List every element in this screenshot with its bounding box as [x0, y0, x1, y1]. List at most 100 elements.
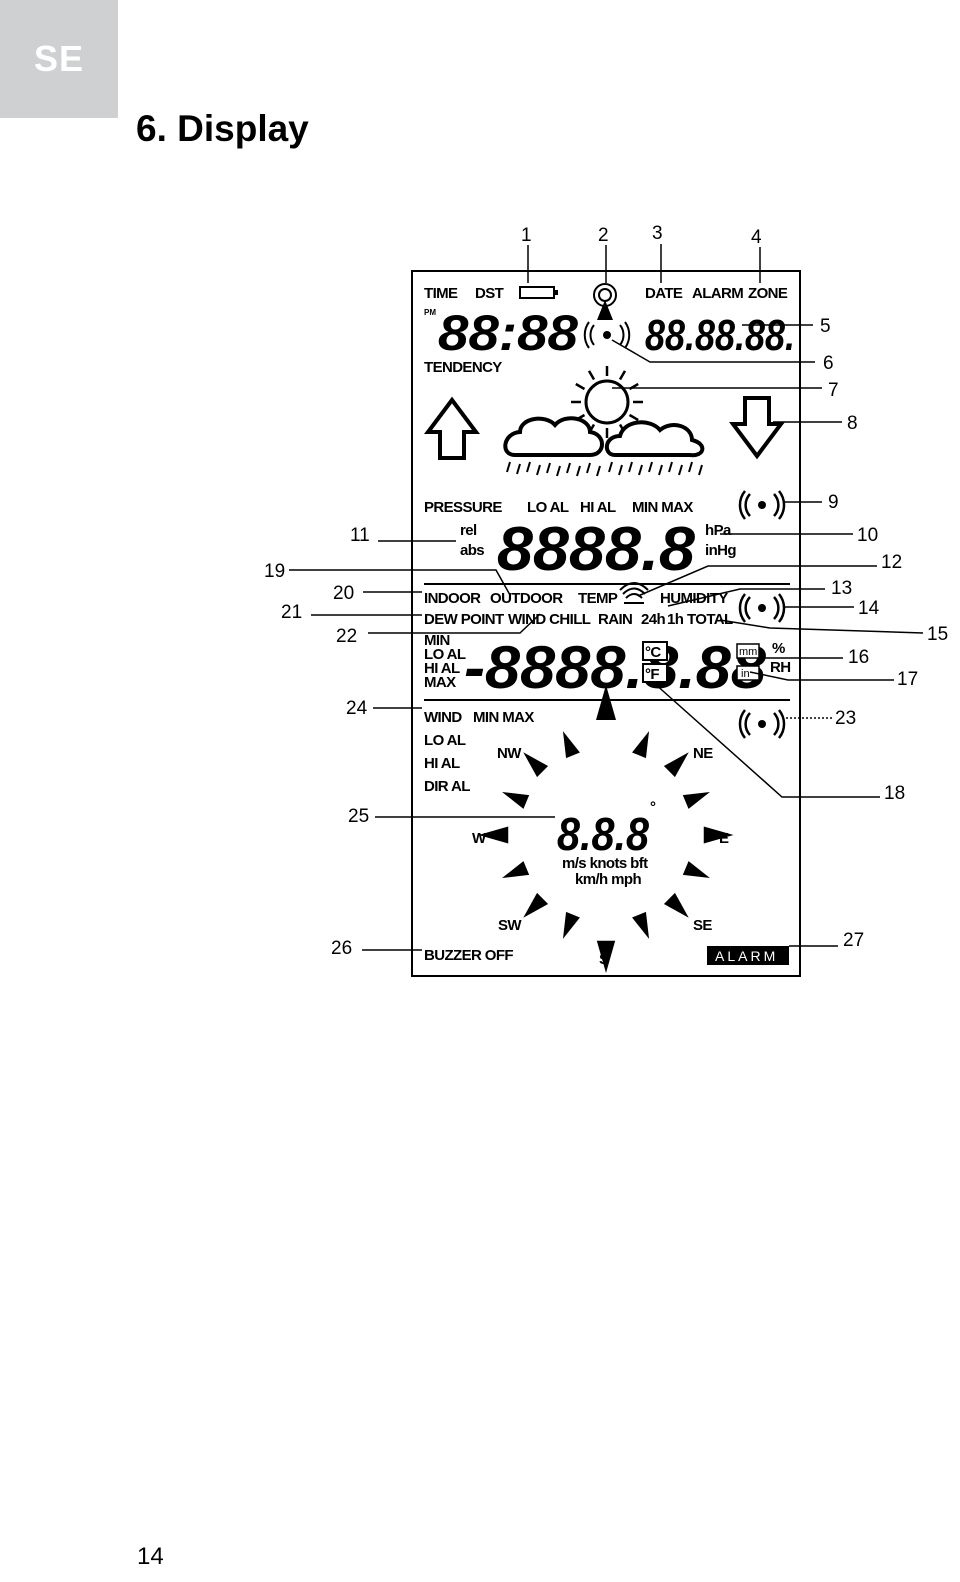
unit-hpa: hPa: [705, 522, 732, 539]
callout-4: 4: [751, 227, 762, 248]
callout-25: 25: [348, 806, 369, 827]
label-wind-hi-al: HI AL: [424, 755, 460, 772]
label-pressure-lo-al: LO AL: [527, 499, 569, 516]
label-side-hi-al: HI AL: [424, 660, 460, 677]
unit-celsius: °C: [645, 644, 661, 661]
sensor-signal-icon: [619, 582, 649, 604]
label-dew-point: DEW POINT: [424, 611, 504, 628]
antenna-icon: [593, 283, 617, 320]
callout-23: 23: [835, 708, 856, 729]
label-date: DATE: [645, 285, 683, 302]
wind-units-row1: m/s knots bft: [562, 855, 648, 872]
unit-mm: mm: [739, 646, 757, 658]
unit-fahrenheit: °F: [645, 666, 659, 683]
label-side-min: MIN: [424, 632, 450, 649]
callout-21: 21: [281, 602, 302, 623]
label-indoor: INDOOR: [424, 590, 481, 607]
date-digits: 88.88.88.: [645, 311, 795, 360]
callout-11: 11: [350, 525, 370, 546]
unit-rh: RH: [770, 659, 790, 676]
alarm-indicator: [707, 946, 789, 965]
compass-w: W: [472, 830, 487, 847]
callout-leader-lines: [289, 244, 924, 951]
language-code: SE: [33, 38, 85, 79]
label-pressure-hi-al: HI AL: [580, 499, 616, 516]
label-wind-chill: WIND CHILL: [508, 611, 591, 628]
callout-14: 14: [858, 598, 880, 619]
callout-27: 27: [843, 930, 864, 951]
label-rel: rel: [460, 522, 477, 539]
label-temp: TEMP: [578, 590, 618, 607]
callout-13: 13: [831, 578, 852, 599]
wind-alarm-icon: [738, 709, 786, 739]
callout-10: 10: [857, 525, 878, 546]
radio-signal-icon: [583, 321, 631, 349]
label-pressure-min-max: MIN MAX: [632, 499, 693, 516]
alarm-indicator-label: ALARM: [715, 948, 778, 964]
compass-se: SE: [693, 917, 712, 934]
degree-symbol: °: [650, 799, 656, 816]
outdoor-alarm-icon: [738, 593, 786, 623]
callout-12: 12: [881, 552, 902, 573]
label-side-lo-al: LO AL: [424, 646, 466, 663]
callout-2: 2: [598, 225, 609, 246]
label-24h: 24h: [641, 611, 665, 628]
main-digits: -8888.8.88: [464, 634, 767, 701]
callout-7: 7: [828, 380, 839, 401]
callout-19: 19: [264, 561, 285, 582]
label-humidity: HUMIDITY: [660, 590, 728, 607]
clock-digits: 88:88: [438, 305, 578, 361]
callout-24: 24: [346, 698, 368, 719]
label-abs: abs: [460, 542, 484, 559]
pressure-alarm-icon: [738, 490, 786, 520]
callout-5: 5: [820, 316, 831, 337]
tendency-up-arrow-icon: [424, 396, 480, 460]
label-wind: WIND: [424, 709, 462, 726]
tendency-down-arrow-icon: [729, 396, 785, 460]
wind-units-row2: km/h mph: [575, 871, 641, 888]
weather-forecast-icon: [503, 364, 705, 477]
callout-3: 3: [652, 223, 663, 244]
wind-digits: 8.8.8: [557, 808, 649, 860]
callout-9: 9: [828, 492, 839, 513]
callout-18: 18: [884, 783, 905, 804]
callout-22: 22: [336, 626, 357, 647]
label-dir-al: DIR AL: [424, 778, 470, 795]
callout-26: 26: [331, 938, 352, 959]
callout-6: 6: [823, 353, 834, 374]
compass-ne: NE: [693, 745, 713, 762]
label-total: TOTAL: [687, 611, 733, 628]
label-time: TIME: [424, 285, 458, 302]
callout-1: 1: [521, 225, 532, 246]
pm-indicator: PM: [424, 308, 436, 317]
compass-nw: NW: [497, 745, 522, 762]
compass-e: E: [719, 830, 729, 847]
callout-17: 17: [897, 669, 918, 690]
cloud-left-icon: [503, 416, 604, 457]
unit-in: in: [741, 668, 750, 680]
page-number: 14: [137, 1543, 164, 1570]
callout-20: 20: [333, 583, 354, 604]
compass-n: N: [598, 706, 608, 723]
label-tendency: TENDENCY: [424, 359, 502, 376]
label-rain: RAIN: [598, 611, 632, 628]
unit-percent: %: [772, 640, 785, 657]
label-side-max: MAX: [424, 674, 456, 691]
sun-icon: [569, 364, 645, 440]
rain-drops-icon: [506, 461, 703, 477]
label-outdoor: OUTDOOR: [490, 590, 563, 607]
label-zone: ZONE: [748, 285, 788, 302]
label-1h: 1h: [667, 611, 684, 628]
callout-16: 16: [848, 647, 869, 668]
label-dst: DST: [475, 285, 504, 302]
callout-15: 15: [927, 624, 948, 645]
label-wind-min-max: MIN MAX: [473, 709, 534, 726]
compass-sw: SW: [498, 917, 522, 934]
callout-8: 8: [847, 413, 858, 434]
unit-inhg: inHg: [705, 542, 736, 559]
label-alarm: ALARM: [692, 285, 743, 302]
label-wind-lo-al: LO AL: [424, 732, 466, 749]
language-tab: SE: [0, 0, 118, 118]
label-pressure: PRESSURE: [424, 499, 502, 516]
